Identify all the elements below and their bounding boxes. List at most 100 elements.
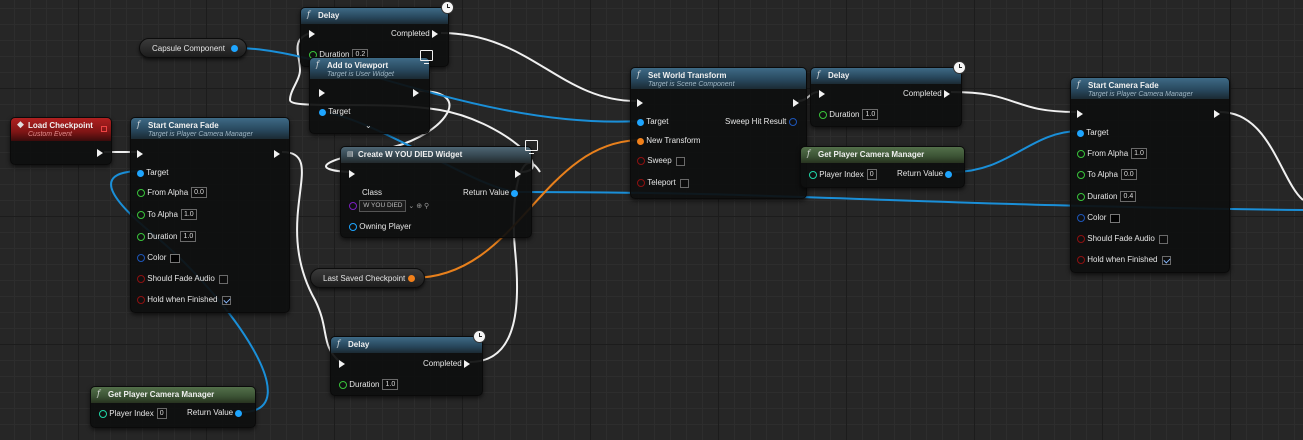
target-pin[interactable]: [637, 118, 644, 126]
duration-pin[interactable]: [137, 232, 145, 241]
exec-out-pin[interactable]: [413, 88, 419, 97]
sweep-checkbox[interactable]: [675, 156, 685, 166]
pin-label: Return Value: [463, 188, 510, 197]
class-pin[interactable]: [349, 202, 357, 210]
color-swatch[interactable]: [170, 253, 181, 263]
target-pin[interactable]: [1077, 129, 1084, 137]
event-icon: ◆: [17, 120, 24, 130]
from-alpha-value[interactable]: 0.0: [191, 187, 207, 198]
to-alpha-value[interactable]: 0.0: [1120, 169, 1137, 180]
pin-label: Completed: [903, 89, 942, 98]
to-alpha-pin[interactable]: [137, 210, 145, 219]
player-index-value[interactable]: 0: [866, 169, 877, 180]
color-swatch[interactable]: [1110, 213, 1121, 223]
should-fade-audio-checkbox[interactable]: [218, 274, 228, 284]
start-camera-fade-node[interactable]: f Start Camera Fade Target is Player Cam…: [130, 117, 290, 313]
pin-label: Completed: [391, 29, 430, 38]
target-pin[interactable]: [319, 108, 326, 116]
start-camera-fade-node[interactable]: f Start Camera Fade Target is Player Cam…: [1070, 77, 1230, 273]
player-index-value[interactable]: 0: [156, 408, 167, 419]
add-to-viewport-node[interactable]: f Add to Viewport Target is User Widget …: [309, 50, 433, 134]
should-fade-audio-pin[interactable]: [1077, 235, 1085, 243]
player-index-pin[interactable]: [99, 409, 107, 418]
should-fade-audio-checkbox[interactable]: [1158, 234, 1168, 244]
exec-in-pin[interactable]: [319, 88, 325, 97]
exec-in-pin[interactable]: [1077, 109, 1083, 118]
duration-pin[interactable]: [819, 110, 827, 119]
exec-out-pin[interactable]: [793, 98, 799, 107]
completed-pin[interactable]: [431, 30, 438, 38]
pin-label: Duration: [349, 379, 380, 389]
exec-out-pin[interactable]: [274, 149, 280, 158]
duration-value[interactable]: 0.4: [1120, 191, 1137, 202]
pin-label: Color: [1087, 213, 1107, 222]
return-value-pin[interactable]: [945, 170, 953, 178]
exec-out-pin[interactable]: [515, 169, 521, 178]
duration-value[interactable]: 1.0: [180, 231, 197, 242]
create-widget-node[interactable]: ▤ Create W YOU DIED Widget Class W YOU D…: [340, 140, 538, 238]
duration-pin[interactable]: [1077, 192, 1085, 201]
hold-when-finished-checkbox[interactable]: [1161, 255, 1171, 265]
class-dropdown[interactable]: W YOU DIED: [359, 200, 407, 212]
hold-when-finished-checkbox[interactable]: [221, 295, 231, 305]
function-icon: f: [307, 10, 310, 19]
exec-in-pin[interactable]: [349, 169, 355, 178]
function-icon: f: [137, 120, 140, 129]
completed-pin[interactable]: [943, 90, 950, 98]
node-title: Delay: [828, 71, 850, 80]
target-pin[interactable]: [137, 169, 144, 177]
to-alpha-pin[interactable]: [1077, 170, 1085, 179]
function-icon: f: [637, 70, 640, 79]
node-title: Delay: [318, 11, 340, 20]
exec-out-pin[interactable]: [1214, 109, 1220, 118]
get-player-camera-manager-node[interactable]: f Get Player Camera Manager Player Index…: [800, 146, 965, 188]
duration-value[interactable]: 1.0: [862, 109, 879, 120]
from-alpha-value[interactable]: 1.0: [1131, 148, 1147, 159]
teleport-checkbox[interactable]: [679, 178, 689, 188]
exec-in-pin[interactable]: [137, 149, 143, 158]
pin-label: Duration: [147, 231, 178, 241]
sweep-pin[interactable]: [637, 157, 645, 165]
teleport-pin[interactable]: [637, 179, 645, 187]
set-world-transform-node[interactable]: f Set World Transform Target is Scene Co…: [630, 67, 807, 199]
owning-player-pin[interactable]: [349, 223, 357, 231]
pin-label: Target: [328, 107, 351, 116]
color-pin[interactable]: [1077, 214, 1085, 222]
exec-in-pin[interactable]: [637, 98, 643, 107]
exec-in-pin[interactable]: [309, 29, 315, 38]
exec-in-pin[interactable]: [819, 89, 825, 98]
player-index-pin[interactable]: [809, 170, 817, 179]
capsule-component-variable[interactable]: Capsule Component: [139, 38, 247, 58]
pin-label: Owning Player: [359, 222, 412, 231]
get-player-camera-manager-node[interactable]: f Get Player Camera Manager Player Index…: [90, 386, 256, 428]
new-transform-pin[interactable]: [637, 137, 644, 145]
delegate-pin[interactable]: [101, 126, 107, 132]
pin-label: Color: [147, 253, 167, 262]
load-checkpoint-node[interactable]: ◆ Load Checkpoint Custom Event: [10, 117, 112, 165]
dropdown-arrow-icon[interactable]: ⌄ ⊕ ⚲: [406, 203, 430, 211]
pin-label: Hold when Finished: [147, 295, 218, 304]
to-alpha-value[interactable]: 1.0: [180, 209, 197, 220]
return-value-pin[interactable]: [235, 409, 243, 417]
checkpoint-out-pin[interactable]: [408, 275, 415, 282]
hold-when-finished-pin[interactable]: [1077, 256, 1085, 264]
completed-pin[interactable]: [463, 360, 470, 368]
return-value-pin[interactable]: [511, 189, 519, 197]
from-alpha-pin[interactable]: [1077, 149, 1085, 158]
exec-out-pin[interactable]: [97, 148, 103, 157]
exec-in-pin[interactable]: [339, 359, 345, 368]
sweep-hit-pin[interactable]: [788, 118, 797, 126]
color-pin[interactable]: [137, 254, 145, 262]
duration-pin[interactable]: [339, 380, 347, 389]
duration-value[interactable]: 1.0: [382, 379, 399, 390]
expand-chevron-icon[interactable]: ⌄: [365, 121, 372, 130]
should-fade-audio-pin[interactable]: [137, 275, 145, 283]
from-alpha-pin[interactable]: [137, 188, 145, 197]
pin-label: Player Index: [109, 408, 154, 418]
capsule-out-pin[interactable]: [231, 45, 238, 52]
function-icon: f: [1077, 80, 1080, 89]
last-saved-checkpoint-variable[interactable]: Last Saved Checkpoint: [310, 268, 425, 288]
hold-when-finished-pin[interactable]: [137, 296, 145, 304]
